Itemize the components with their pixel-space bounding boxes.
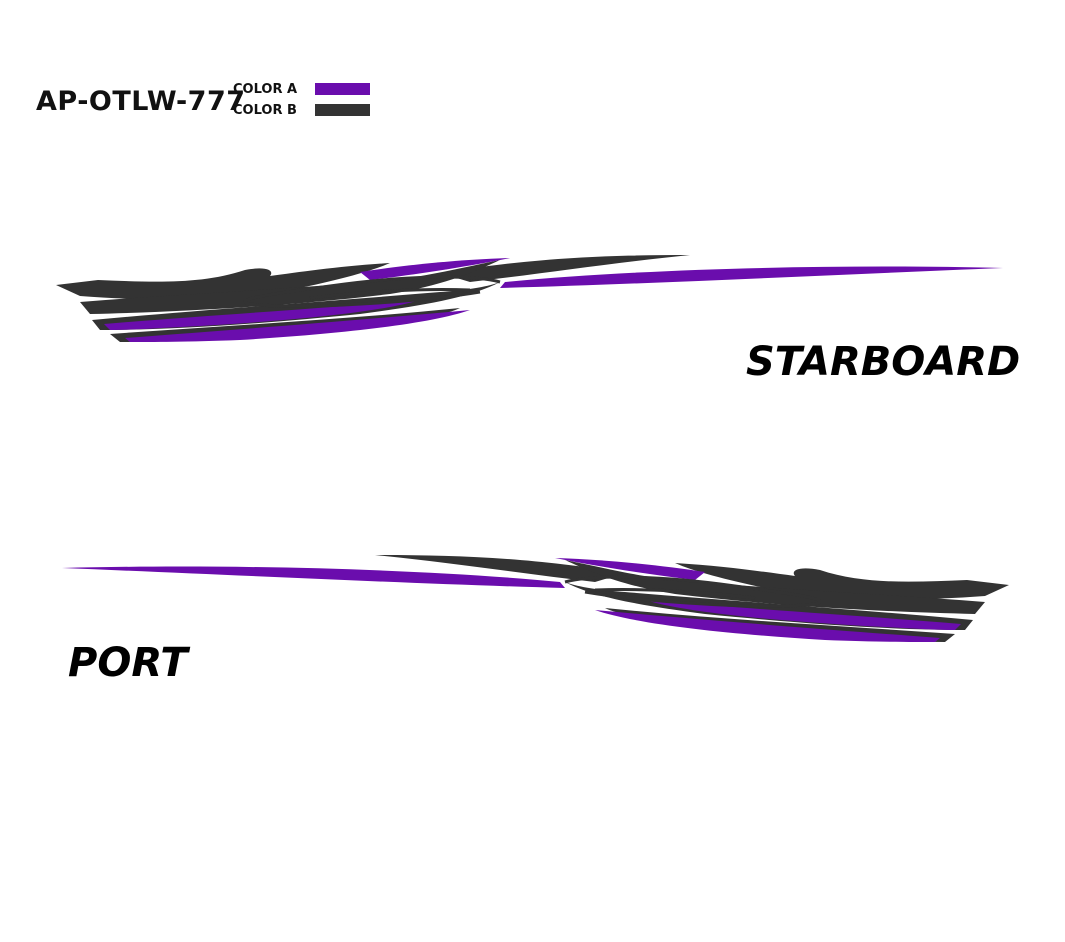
starboard-swirl (309, 287, 471, 300)
port-swirl (594, 587, 756, 600)
port-purple-flame (645, 600, 961, 630)
starboard-purple-flame (360, 258, 510, 280)
starboard-decal (56, 255, 1003, 342)
port-label: PORT (68, 640, 188, 686)
starboard-grey-tail (440, 255, 690, 282)
port-purple-tail (62, 566, 565, 588)
color-a-swatch (315, 83, 370, 95)
legend-label: COLOR B (233, 102, 297, 118)
port-grey-flame (675, 563, 1009, 600)
starboard-purple-tail (500, 266, 1003, 288)
legend-row-color-a: COLOR A (233, 80, 370, 98)
legend-row-color-b: COLOR B (233, 101, 370, 119)
port-purple-flame (595, 610, 940, 642)
port-decal-graphic (62, 555, 1009, 642)
starboard-label: STARBOARD (746, 339, 1021, 385)
color-b-swatch (315, 104, 370, 116)
starboard-purple-flame (104, 300, 420, 330)
starboard-grey-flame (80, 260, 500, 314)
starboard-swirl (243, 275, 501, 308)
product-code: AP-OTLW-777 (36, 86, 246, 117)
legend-label: COLOR A (233, 81, 298, 97)
port-grey-flame (565, 560, 985, 614)
starboard-decal-graphic (56, 255, 1003, 342)
starboard-grey-flame (56, 263, 390, 300)
port-purple-flame (555, 558, 705, 580)
port-grey-tail (375, 555, 625, 582)
starboard-purple-flame (125, 310, 470, 342)
port-swirl (564, 575, 822, 608)
port-decal (62, 555, 1009, 642)
